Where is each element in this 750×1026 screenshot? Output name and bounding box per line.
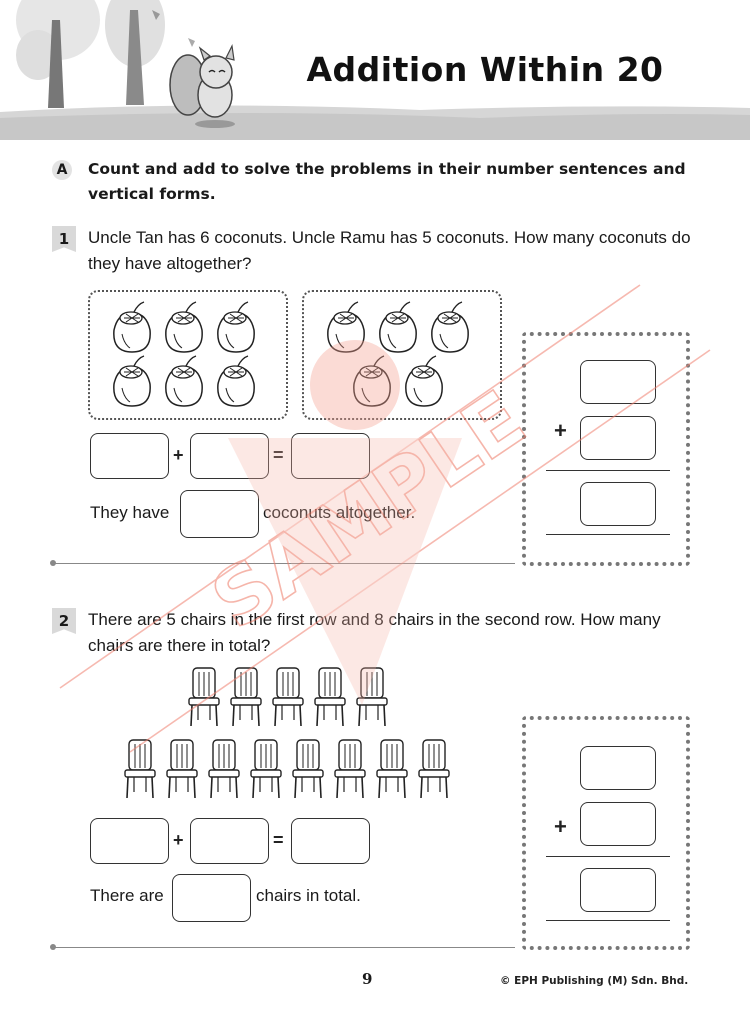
coconut-icon — [353, 355, 391, 407]
vertical-addend-1-box[interactable] — [580, 746, 656, 790]
answer-sentence-end: chairs in total. — [256, 886, 361, 905]
coconut-icon — [431, 301, 469, 353]
coconut-icon — [113, 355, 151, 407]
page-number: 9 — [362, 970, 373, 988]
chair-icon — [334, 739, 366, 799]
tree-icon — [16, 0, 100, 108]
plus-sign: + — [554, 418, 567, 443]
chair-icon — [376, 739, 408, 799]
vertical-addend-2-box[interactable] — [580, 416, 656, 460]
chair-icon — [250, 739, 282, 799]
separator-line — [55, 947, 515, 948]
sum-line — [546, 856, 670, 857]
answer-box-sum[interactable] — [291, 433, 370, 479]
chair-icon — [356, 667, 388, 727]
leaf-icon — [152, 10, 160, 20]
chair-icon — [272, 667, 304, 727]
coconut-icon — [165, 301, 203, 353]
chair-icon — [166, 739, 198, 799]
coconut-icon — [379, 301, 417, 353]
coconut-group-2 — [302, 290, 502, 420]
answer-box-addend-2[interactable] — [190, 433, 269, 479]
answer-box-sum[interactable] — [291, 818, 370, 864]
chair-icon — [124, 739, 156, 799]
copyright-text: © EPH Publishing (M) Sdn. Bhd. — [500, 975, 689, 987]
page-title: Addition Within 20 — [306, 50, 664, 89]
answer-sentence-start: There are — [90, 886, 164, 905]
question-number: 2 — [52, 608, 76, 634]
answer-box-addend-1[interactable] — [90, 818, 169, 864]
plus-sign: + — [554, 814, 567, 839]
separator-dot — [50, 944, 56, 950]
separator-line — [55, 563, 515, 564]
chairs-illustration — [124, 667, 450, 799]
leaf-icon — [188, 38, 195, 47]
chair-icon — [188, 667, 220, 727]
answer-box-addend-2[interactable] — [190, 818, 269, 864]
equals-sign: = — [273, 830, 284, 850]
question-text: There are 5 chairs in the first row and … — [88, 610, 661, 655]
coconut-icon — [165, 355, 203, 407]
equals-sign: = — [273, 445, 284, 465]
chair-icon — [292, 739, 324, 799]
vertical-addend-1-box[interactable] — [580, 360, 656, 404]
section-instruction: Count and add to solve the problems in t… — [88, 160, 686, 203]
header-illustration — [0, 0, 750, 140]
vertical-form-panel: + — [522, 332, 690, 566]
coconut-icon — [405, 355, 443, 407]
vertical-sum-box[interactable] — [580, 482, 656, 526]
sum-line — [546, 470, 670, 471]
answer-box-addend-1[interactable] — [90, 433, 169, 479]
vertical-sum-box[interactable] — [580, 868, 656, 912]
answer-box-total[interactable] — [172, 874, 251, 922]
plus-sign: + — [173, 445, 184, 465]
coconut-icon — [217, 301, 255, 353]
chair-icon — [418, 739, 450, 799]
vertical-addend-2-box[interactable] — [580, 802, 656, 846]
section-badge: A — [52, 160, 72, 180]
plus-sign: + — [173, 830, 184, 850]
squirrel-icon — [169, 44, 235, 128]
question-number: 1 — [52, 226, 76, 252]
coconut-icon — [327, 301, 365, 353]
question-text: Uncle Tan has 6 coconuts. Uncle Ramu has… — [88, 228, 691, 273]
coconut-icon — [113, 301, 151, 353]
tree-icon — [105, 0, 165, 105]
chair-icon — [208, 739, 240, 799]
separator-dot — [50, 560, 56, 566]
answer-box-total[interactable] — [180, 490, 259, 538]
coconut-icon — [217, 355, 255, 407]
chair-icon — [314, 667, 346, 727]
vertical-form-panel: + — [522, 716, 690, 950]
answer-sentence-start: They have — [90, 503, 170, 522]
answer-sentence-end: coconuts altogether. — [263, 503, 416, 522]
chair-icon — [230, 667, 262, 727]
coconut-group-1 — [88, 290, 288, 420]
sum-line — [546, 534, 670, 535]
sum-line — [546, 920, 670, 921]
